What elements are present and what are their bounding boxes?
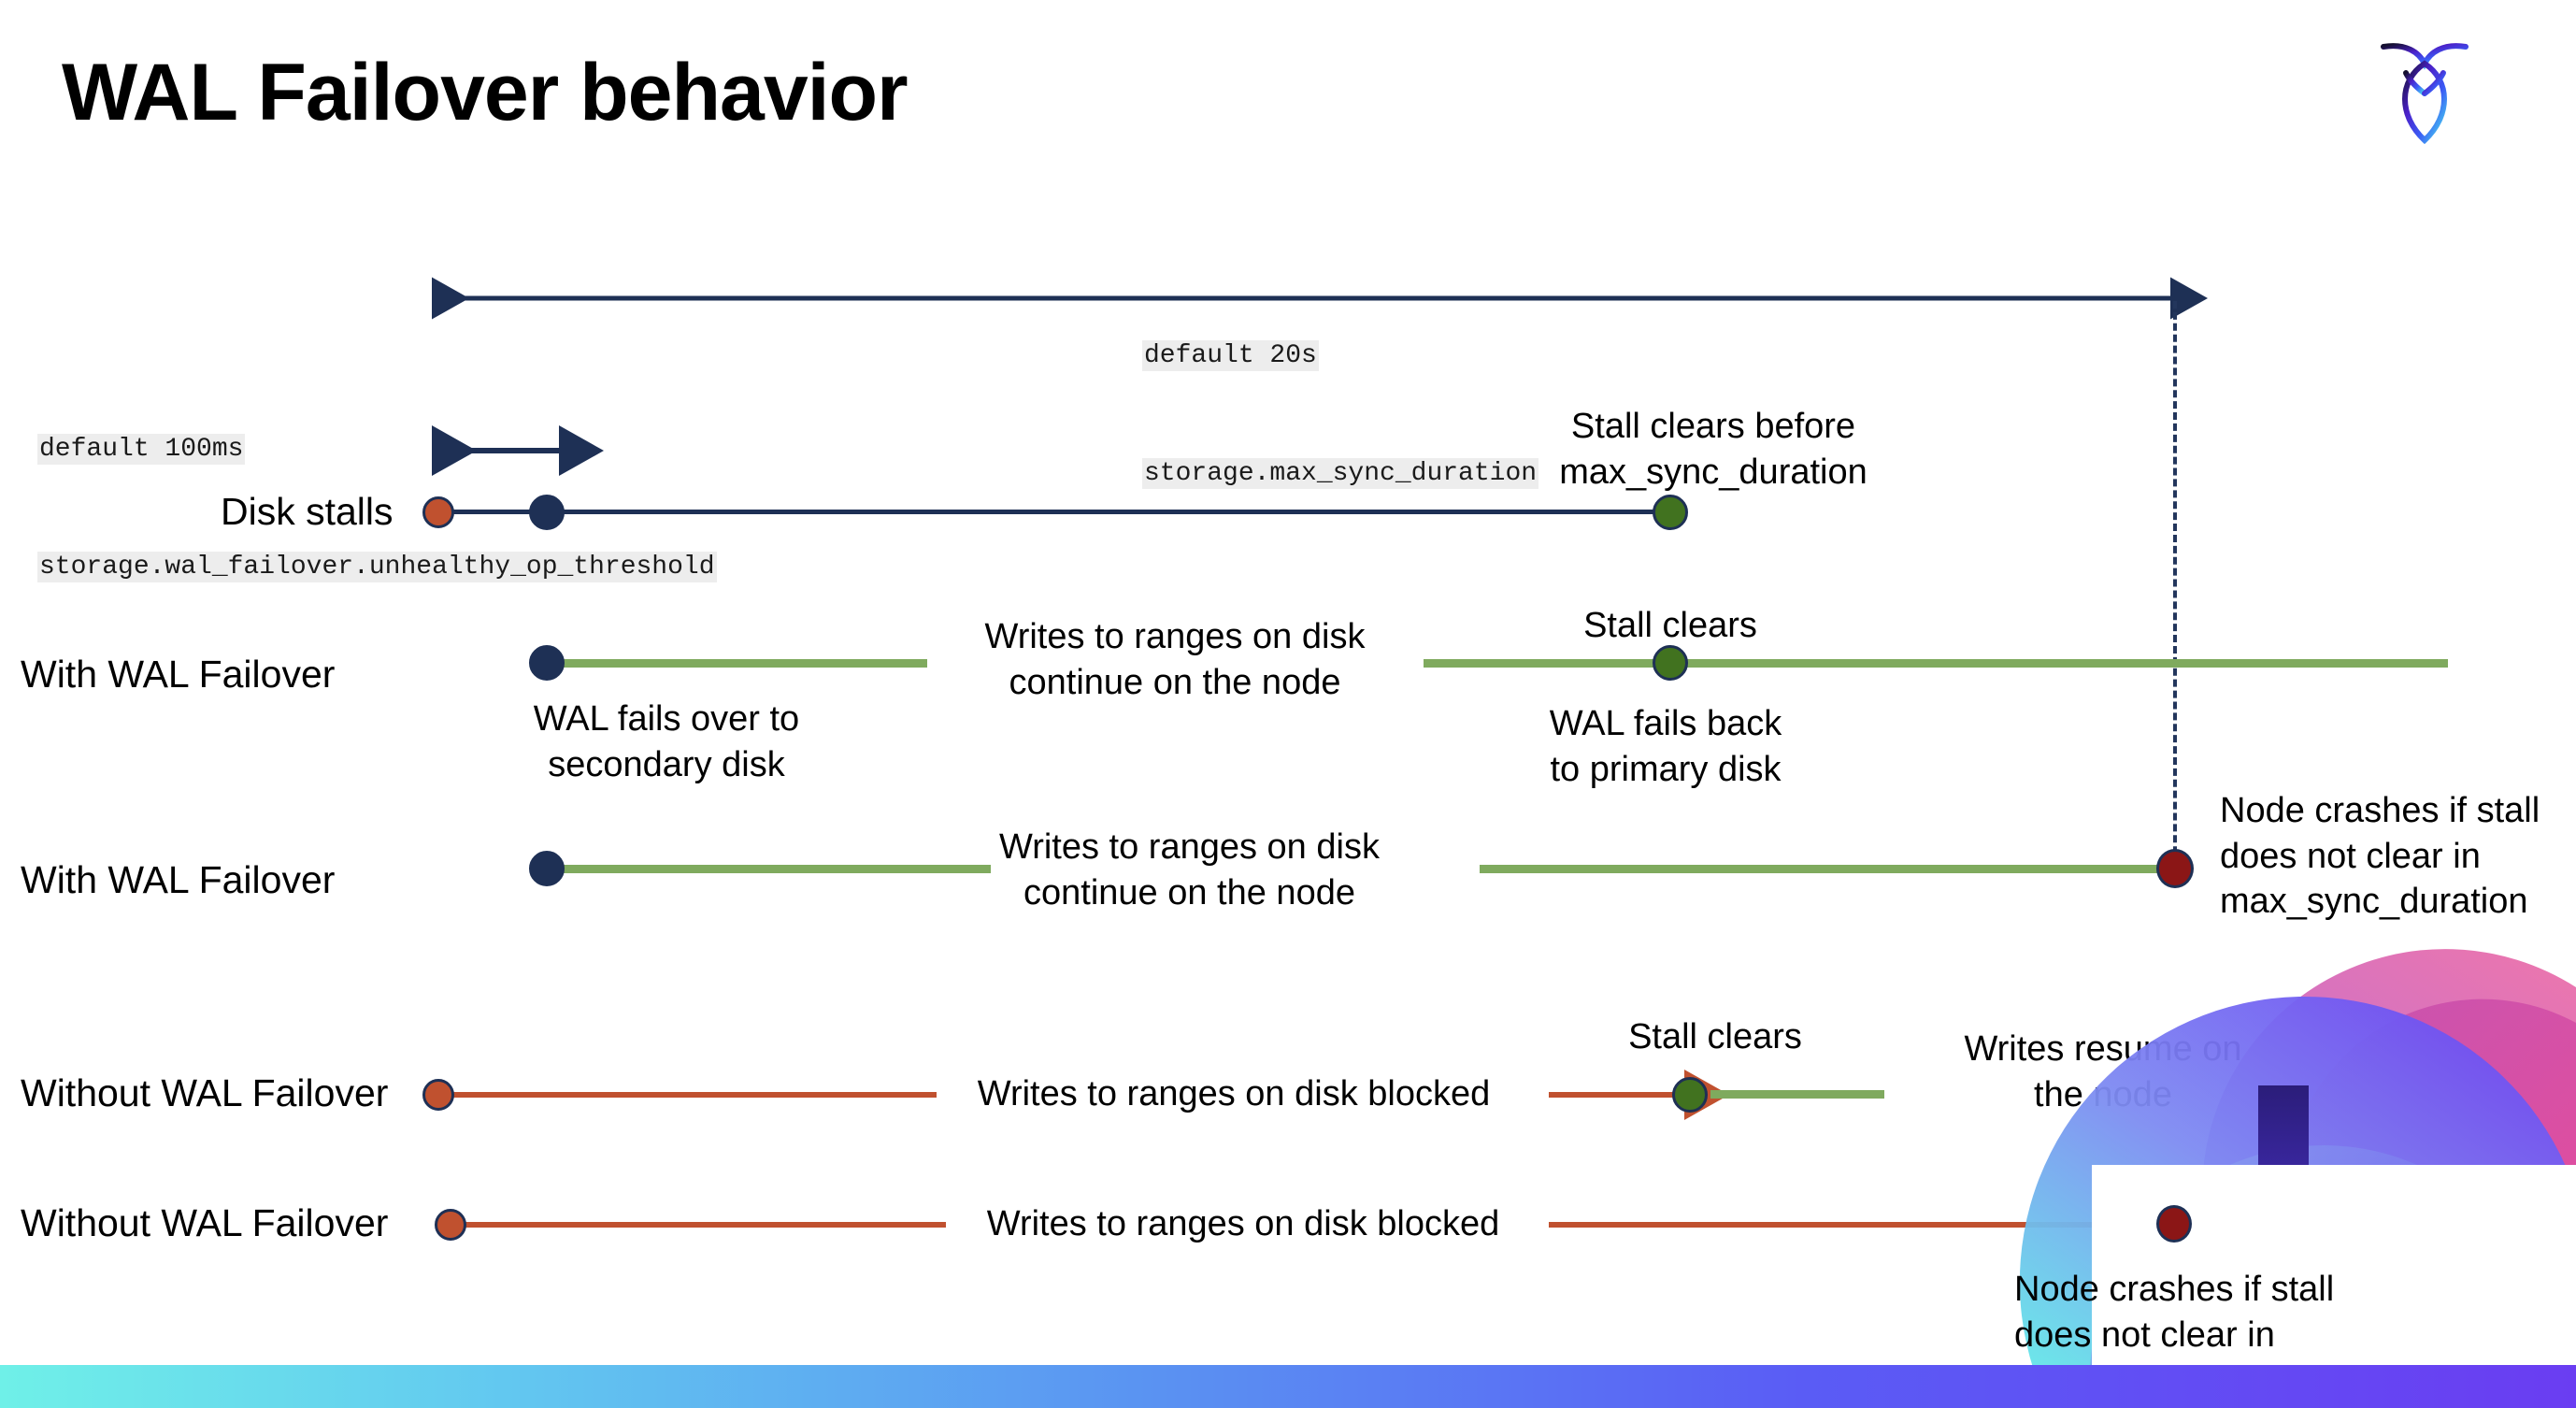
- note-node-crashes-1: Node crashes if stall does not clear in …: [2220, 791, 2540, 922]
- unhealthy-default-text: default 100ms: [37, 434, 246, 465]
- note-stall-clears-before: Stall clears before max_sync_duration: [1559, 407, 1868, 492]
- page-title: WAL Failover behavior: [62, 48, 909, 137]
- row-label-without-wal-failover-2: Without WAL Failover: [21, 1201, 389, 1244]
- row2-timeline-segment-a: [548, 659, 927, 668]
- row3-timeline-segment-b: [1480, 865, 2177, 873]
- row4-resume-segment-a: [1710, 1090, 1884, 1099]
- row2-stall-clears-marker: [1653, 645, 1688, 681]
- row2-timeline-segment-b: [1424, 659, 2448, 668]
- row3-node-crash-marker: [2156, 849, 2194, 888]
- row4-blocked-timeline: [441, 1092, 937, 1098]
- bottom-gradient-bar: [0, 1365, 2576, 1408]
- unhealthy-setting-text: storage.wal_failover.unhealthy_op_thresh…: [37, 552, 717, 582]
- note-wal-fails-back: WAL fails back to primary disk: [1549, 704, 1782, 789]
- row5-stall-start-marker: [435, 1209, 466, 1241]
- disk-stalls-clear-marker: [1653, 495, 1688, 530]
- row5-blocked-timeline: [453, 1222, 946, 1228]
- row-label-disk-stalls: Disk stalls: [221, 490, 394, 533]
- max-sync-default-text: default 20s: [1142, 340, 1319, 371]
- note-writes-continue-1: Writes to ranges on disk continue on the…: [984, 617, 1366, 702]
- unhealthy-op-threshold-annotation: default 100ms storage.wal_failover.unhea…: [37, 352, 717, 666]
- decorative-gradient-art: [1978, 884, 2576, 1408]
- disk-stalls-start-marker: [422, 496, 454, 528]
- row3-timeline-segment-a: [548, 865, 991, 873]
- max-sync-duration-annotation: default 20s storage.max_sync_duration: [1142, 258, 1539, 572]
- row2-failover-marker: [529, 645, 565, 681]
- cockroachdb-logo-icon: [2374, 26, 2475, 148]
- note-writes-continue-2: Writes to ranges on disk continue on the…: [999, 827, 1380, 912]
- note-stall-clears-2: Stall clears: [1628, 1017, 1802, 1056]
- row-label-with-wal-failover-1: With WAL Failover: [21, 653, 336, 696]
- row3-failover-marker: [529, 851, 565, 886]
- row5-node-crash-marker: [2156, 1205, 2192, 1243]
- max-sync-setting-text: storage.max_sync_duration: [1142, 458, 1539, 489]
- disk-stalls-timeline: [437, 510, 1669, 514]
- note-writes-blocked-1: Writes to ranges on disk blocked: [977, 1074, 1491, 1113]
- max-sync-duration-guide-line: [2173, 301, 2177, 876]
- row4-stall-start-marker: [422, 1079, 454, 1111]
- wal-failover-trigger-marker: [529, 495, 565, 530]
- note-stall-clears-1: Stall clears: [1583, 606, 1757, 645]
- row-label-without-wal-failover-1: Without WAL Failover: [21, 1071, 389, 1114]
- row4-stall-clears-marker: [1672, 1077, 1708, 1113]
- row-label-with-wal-failover-2: With WAL Failover: [21, 858, 336, 901]
- note-writes-blocked-2: Writes to ranges on disk blocked: [986, 1204, 1500, 1243]
- note-wal-fails-over: WAL fails over to secondary disk: [533, 699, 800, 784]
